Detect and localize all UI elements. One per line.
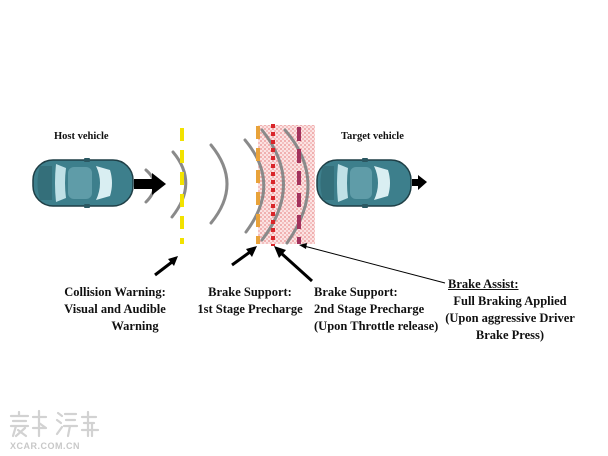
brake-support-1-line1: Brake Support:: [208, 285, 292, 299]
brake-support-2-line1: Brake Support:: [314, 285, 398, 299]
host-vehicle: [32, 158, 134, 208]
pointer-arrows: [154, 243, 446, 284]
collision-warning-pointer: [154, 256, 178, 277]
brake-support-2-line3: (Upon Throttle release): [314, 319, 439, 333]
stage1-pointer: [231, 246, 257, 267]
brake-assist-label: Brake Assist: Full Braking Applied (Upon…: [440, 276, 580, 344]
radar-wave: [209, 143, 229, 225]
brake-assist-title: Brake Assist:: [448, 277, 519, 291]
target-vehicle-label: Target vehicle: [341, 131, 404, 142]
brake-support-1-label: Brake Support: 1st Stage Precharge: [190, 284, 310, 318]
brake-assist-pointer: [299, 243, 446, 284]
brake-support-2-line2: 2nd Stage Precharge: [314, 302, 425, 316]
radar-wave: [260, 128, 285, 242]
target-vehicle: [316, 158, 412, 208]
collision-warning-label: Collision Warning: Visual and Audible Wa…: [40, 284, 190, 335]
collision-warning-line3: Warning: [111, 319, 159, 333]
brake-assist-line3: Brake Press): [475, 328, 545, 342]
brake-support-2-label: Brake Support: 2nd Stage Precharge (Upon…: [314, 284, 438, 335]
xcar-watermark-site: XCAR.COM.CN: [10, 441, 80, 451]
braking-zone: [258, 125, 315, 244]
brake-assist-line2: (Upon aggressive Driver: [445, 311, 575, 325]
radar-wave: [243, 138, 266, 234]
radar-wave: [283, 128, 310, 245]
host-direction-arrow: [134, 173, 166, 195]
host-vehicle-label: Host vehicle: [54, 131, 109, 142]
collision-warning-line1: Collision Warning:: [64, 285, 166, 299]
target-direction-arrow: [412, 175, 427, 190]
collision-warning-line2: Visual and Audible: [64, 302, 166, 316]
brake-support-1-line2: 1st Stage Precharge: [197, 302, 303, 316]
stage2-pointer: [274, 246, 314, 283]
radar-waves: [144, 128, 310, 245]
xcar-watermark-logo: [9, 409, 100, 438]
radar-wave: [170, 150, 188, 219]
brake-assist-line1: Full Braking Applied: [453, 294, 567, 308]
